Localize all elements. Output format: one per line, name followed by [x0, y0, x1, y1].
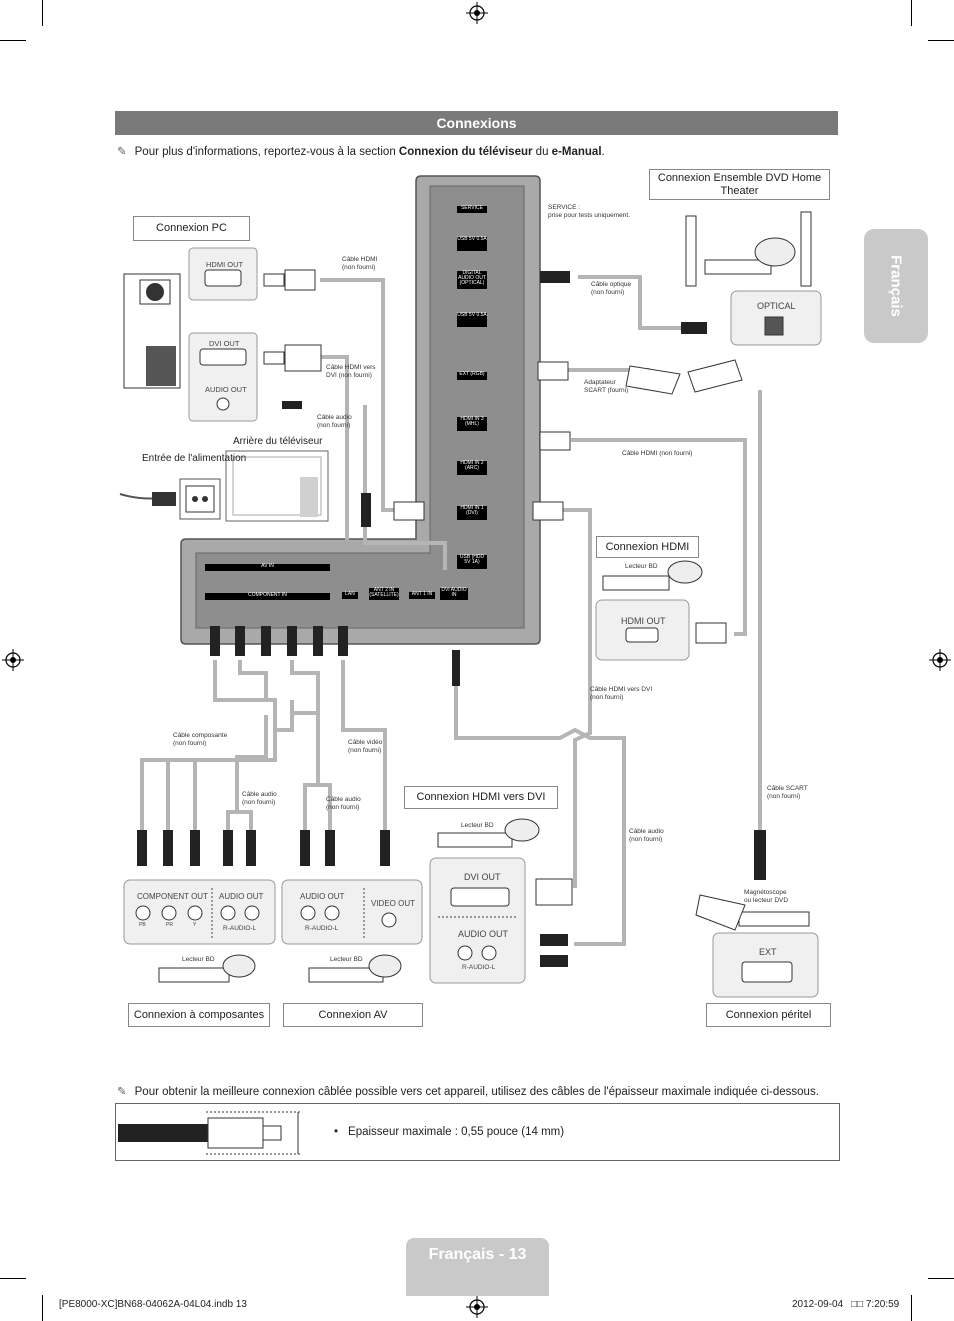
section-title: Connexions — [115, 111, 838, 135]
crop-mark — [911, 1295, 912, 1321]
note-link: Connexion du téléviseur — [398, 146, 533, 158]
cable-video-label: Câble vidéo (non fourni) — [348, 739, 383, 754]
label-hdmi-dvi-connection: Connexion HDMI vers DVI — [404, 786, 558, 809]
note-icon: ✎ — [117, 1086, 127, 1098]
bd-hdmi-out-label: HDMI OUT — [621, 616, 666, 626]
service-label: SERVICE : — [548, 204, 581, 211]
power-in-label: Entrée de l'alimentation — [142, 453, 247, 464]
optical-label: OPTICAL — [757, 301, 796, 311]
language-tab[interactable]: Français — [864, 229, 928, 343]
tv-port-av-in: AV IN — [205, 564, 330, 571]
thickness-text: Epaisseur maximale : 0,55 pouce (14 mm) — [348, 1126, 565, 1138]
component-audio-out-label: AUDIO OUT — [219, 892, 264, 901]
label-component-connection: Connexion à composantes — [128, 1003, 270, 1027]
bd-player-label-component: Lecteur BD — [182, 956, 215, 963]
tv-port-usb1: USB 5V 0.5A — [457, 237, 487, 251]
bd-player-label-hdmi: Lecteur BD — [625, 563, 658, 570]
cable-audio-pc-label: Câble audio (non fourni) — [317, 414, 352, 429]
cable-component-label: Câble composante (non fourni) — [173, 732, 228, 747]
av-video-out-label: VIDEO OUT — [371, 899, 416, 908]
crop-mark — [0, 40, 26, 41]
label-pc-connection: Connexion PC — [133, 216, 250, 241]
av-r-audio-l-label: R-AUDIO-L — [305, 925, 339, 932]
tv-back-label: Arrière du téléviseur — [233, 436, 323, 447]
registration-mark-icon — [466, 1296, 488, 1318]
footer-date: 2012-09-04 — [792, 1299, 844, 1310]
registration-mark-icon — [466, 2, 488, 24]
crop-mark — [42, 0, 43, 26]
ext-label: EXT — [759, 947, 777, 957]
note-suffix: . — [601, 146, 605, 158]
bd-dvi-out-label: DVI OUT — [464, 872, 501, 882]
crop-mark — [928, 1278, 954, 1279]
cable-hdmi-right-label: Câble HDMI (non fourni) — [622, 450, 693, 457]
tv-port-ant2: ANT 2 IN (SATELLITE) — [369, 587, 399, 600]
cable-scart-label: Câble SCART (non fourni) — [767, 785, 808, 800]
tv-port-usb2: USB 5V 0.5A — [457, 313, 487, 327]
label-scart-connection: Connexion péritel — [706, 1003, 831, 1027]
thickness-bullet: • Epaisseur maximale : 0,55 pouce (14 mm) — [334, 1126, 564, 1138]
cable-audio-av-label: Câble audio (non fourni) — [326, 796, 361, 811]
tv-port-service: SERVICE — [457, 206, 487, 213]
bd-player-label-dvi: Lecteur BD — [461, 822, 494, 829]
page-number: Français - 13 — [428, 1246, 527, 1263]
component-pb-label: PB — [139, 922, 146, 928]
pc-tower-icon — [123, 273, 181, 389]
note-manual: e-Manual — [551, 146, 602, 158]
tv-port-usb-hdd: USB (HDD 5V 1A) — [457, 555, 487, 569]
av-audio-out-label: AUDIO OUT — [300, 892, 345, 901]
registration-mark-icon — [2, 649, 24, 671]
home-theater-icon — [685, 211, 812, 287]
bd-player-label-av: Lecteur BD — [330, 956, 363, 963]
cable-hdmi-pc-label: Câble HDMI (non fourni) — [342, 256, 378, 271]
tv-port-dvi-audio: DVI AUDIO IN — [440, 587, 468, 600]
component-r-audio-l-label: R-AUDIO-L — [223, 925, 257, 932]
tv-port-optical: DIGITAL AUDIO OUT (OPTICAL) — [457, 271, 487, 289]
pc-audio-out-label: AUDIO OUT — [205, 385, 247, 394]
thickness-box — [115, 1103, 840, 1161]
tv-port-component-in: COMPONENT IN — [205, 593, 330, 600]
cable-audio-dvi-label: Câble audio (non fourni) — [629, 828, 664, 843]
crop-mark — [928, 40, 954, 41]
cable-hdmi-dvi-pc-label: Câble HDMI vers DVI (non fourni) — [326, 364, 376, 379]
note-more-info: ✎ Pour plus d'informations, reportez-vous… — [117, 144, 605, 158]
footer-time: □□ 7:20:59 — [851, 1299, 900, 1310]
service-note: prise pour tests uniquement. — [548, 212, 631, 219]
scart-adapter-label: Adaptateur SCART (fourni) — [584, 379, 629, 394]
crop-mark — [911, 0, 912, 26]
tv-port-ext: EXT (RGB) — [457, 372, 487, 380]
tv-port-lan: LAN — [342, 592, 358, 599]
bd-r-audio-l-label: R-AUDIO-L — [462, 964, 496, 971]
note-cable-thickness: ✎ Pour obtenir la meilleure connexion câb… — [117, 1084, 819, 1098]
note-text: Pour obtenir la meilleure connexion câbl… — [134, 1086, 819, 1098]
label-hdmi-connection: Connexion HDMI — [596, 536, 699, 558]
bd-audio-out-label: AUDIO OUT — [458, 929, 509, 939]
label-dvd-connection: Connexion Ensemble DVD Home Theater — [649, 169, 830, 200]
tv-port-ant1: ANT 1 IN — [409, 592, 435, 599]
component-pr-label: PR — [166, 922, 173, 928]
pc-hdmi-out-label: HDMI OUT — [206, 260, 244, 269]
label-av-connection: Connexion AV — [283, 1003, 423, 1027]
footer-file: [PE8000-XC]BN68-04062A-04L04.indb 13 — [59, 1299, 247, 1310]
pc-dvi-out-label: DVI OUT — [209, 339, 240, 348]
component-out-label: COMPONENT OUT — [137, 892, 208, 901]
bullet-icon: • — [334, 1126, 339, 1138]
note-text-mid: du — [532, 146, 552, 158]
vcr-label: Magnétoscope ou lecteur DVD — [744, 889, 789, 904]
note-icon: ✎ — [117, 146, 127, 158]
cable-optical-label: Câble optique (non fourni) — [591, 281, 632, 296]
tv-port-hdmi3: HDMI IN 3 (MHL) — [457, 417, 487, 431]
page-number-tab: Français - 13 — [406, 1238, 549, 1296]
crop-mark — [0, 1278, 26, 1279]
tv-port-hdmi2: HDMI IN 2 (ARC) — [457, 461, 487, 475]
cable-hdmi-dvi-bd-label: Câble HDMI vers DVI (non fourni) — [590, 686, 653, 701]
component-y-label: Y — [193, 922, 197, 928]
note-text: Pour plus d'informations, reportez-vous … — [134, 146, 399, 158]
crop-mark — [42, 1295, 43, 1321]
tv-port-hdmi1: HDMI IN 1 (DVI) — [457, 506, 487, 520]
cable-audio-comp-label: Câble audio (non fourni) — [242, 791, 277, 806]
registration-mark-icon — [929, 649, 951, 671]
